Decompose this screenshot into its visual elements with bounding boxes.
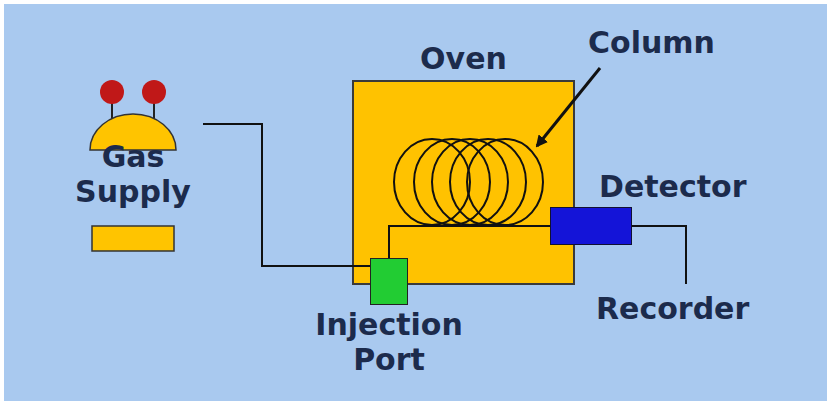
node-label: Gas Supply <box>68 110 198 209</box>
background-panel <box>4 4 827 401</box>
node-heading: Detector <box>599 170 746 205</box>
column-coil <box>394 139 543 225</box>
coil-winding <box>450 139 526 225</box>
callout-arrow <box>537 68 600 146</box>
gas-line <box>389 226 550 258</box>
detector-box: Detector <box>550 207 632 245</box>
gas-line <box>203 124 370 266</box>
recorder-wire <box>632 226 686 284</box>
node-heading: Oven <box>354 42 573 77</box>
oven-box: Oven <box>352 80 575 285</box>
coil-winding <box>467 139 543 225</box>
injection-port-box: Injection Port <box>370 258 408 305</box>
coil-winding <box>432 139 508 225</box>
gas-supply-cylinder: Gas Supply <box>63 110 203 255</box>
part-label: Column <box>588 26 715 61</box>
part-label: Recorder <box>596 292 749 327</box>
node-heading: Injection Port <box>304 308 474 377</box>
